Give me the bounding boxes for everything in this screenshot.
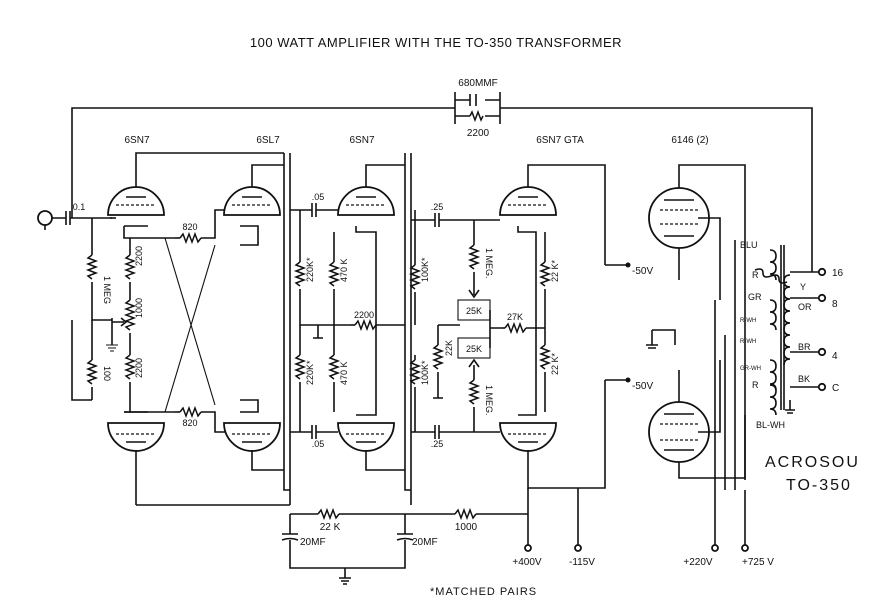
r22k-small: 22K [431,324,460,399]
cap20-right-label: 20MF [412,537,438,548]
tube-label-v5: 6146 (2) [671,135,708,146]
r2200-top-label: 2200 [134,246,144,266]
secondary-bk: BK [798,374,810,384]
tube-v4 [499,164,606,489]
supply-neg115-label: -115V [569,557,595,568]
tube-label-v3: 6SN7 [349,135,374,146]
bias-inputs: -50V -50V [605,262,653,392]
r22k-bottom-label: 22 K* [550,352,560,375]
lead-r-bottom: R [752,380,759,390]
lead-r-top: R [752,270,759,280]
input-grid-network: 1 MEG 100 [71,218,118,401]
tap-c: C [832,383,839,394]
output-cathode-wire [646,329,676,349]
secondary-y: Y [800,282,806,292]
c05-top-label: .05 [312,192,325,202]
tube-v5-bottom [648,360,746,479]
v4-plate-resistors: 22 K* 22 K* [538,232,560,412]
transformer-model: TO-350 [786,477,852,494]
r27k-label: 27K [507,312,523,322]
r22k-top-label: 22 K* [550,259,560,282]
c25-pair: .25 .25 [411,202,500,449]
tube-label-v1: 6SN7 [124,135,149,146]
power-supply-bus: 22 K 1000 +400V -115V +220V +725 V [136,488,774,568]
r1meg-top-label: 1 MEG. [484,248,494,279]
r22k-small-label: 22K [444,340,454,356]
tap-8: 8 [832,299,838,310]
r820-bottom-label: 820 [182,418,197,428]
r820-top-label: 820 [182,222,197,232]
lead-grwh: GR-WH [740,366,761,372]
grid-resistor-label: 1 MEG [102,276,112,304]
input-cap-label: 0.1 [73,202,86,212]
pot-1000-label: 1000 [134,298,144,318]
schematic-title: 100 WATT AMPLIFIER WITH THE TO-350 TRANS… [250,35,622,50]
tube-label-v2: 6SL7 [256,135,280,146]
cross-wire-a [164,237,216,406]
bias-top-label: -50V [632,266,653,277]
output-transformer: BLU R GR R-WH R-WH GR-WH R BL-WH Y OR BR… [714,240,818,548]
tap-16: 16 [832,268,844,279]
feedback-network: 680MMF 2200 [71,78,813,272]
c05-bottom-label: .05 [312,439,325,449]
cross-wire-b [164,244,216,413]
feedback-cap-label: 680MMF [458,78,497,89]
cathode-100-label: 100 [102,366,112,381]
c25-bottom-label: .25 [431,439,444,449]
bplus-bus-1 [283,153,291,505]
lead-blu: BLU [740,240,758,250]
pot25k-top-label: 25K [466,306,482,316]
r1meg-bottom-label: 1 MEG. [484,385,494,416]
bplus-bus-2 [404,153,412,505]
lead-blwh: BL-WH [756,420,785,430]
tube-v2 [223,164,284,471]
v1-plate-network: 2200 1000 2200 [112,152,284,413]
transformer-brand: ACROSOU [765,454,860,471]
lead-gr: GR [748,292,762,302]
r470k-bottom-label: 470 K [339,361,349,385]
supply-220-label: +220V [683,557,713,568]
r100k-bottom-label: 100K* [420,360,430,385]
feedback-resistor-label: 2200 [467,128,490,139]
bias-bottom-label: -50V [632,381,653,392]
r1000-bus-label: 1000 [455,522,478,533]
c25-top-label: .25 [431,202,444,212]
tap-4: 4 [832,351,838,362]
r220k-top-label: 220K* [305,257,315,282]
speaker-taps: 16 8 4 C [817,267,844,394]
c05-pair: .05 .05 [290,192,338,449]
pot25k-bottom-label: 25K [466,344,482,354]
tube-v5-top [648,164,746,300]
footnote: *MATCHED PAIRS [430,586,537,598]
secondary-br: BR [798,342,811,352]
tube-label-v4: 6SN7 GTA [536,135,584,146]
v3-grid-network: 220K* 220K* 470 K 470 K 2200 [293,210,405,432]
filter-caps: 20MF 20MF [281,514,438,585]
r2200-bottom-label: 2200 [134,358,144,378]
lead-rwh-2: R-WH [740,339,756,345]
r22k-bus-label: 22 K [320,522,341,533]
r470k-top-label: 470 K [339,258,349,282]
r2200-mid-label: 2200 [354,310,374,320]
bias-pots: 1 MEG. 25K 25K 1 MEG. 27K [457,220,545,432]
lead-rwh-1: R-WH [740,318,756,324]
r820-pair: 820 820 [175,209,232,433]
supply-400-label: +400V [512,557,542,568]
r220k-bottom-label: 220K* [305,360,315,385]
tube-v1 [107,168,165,505]
v3-plate-resistors: 100K* 100K* [408,210,430,432]
supply-725-label: +725 V [742,557,774,568]
cap20-left-label: 20MF [300,537,326,548]
r100k-top-label: 100K* [420,257,430,282]
input-jack: 0.1 [37,202,112,230]
tube-v3 [337,164,405,471]
secondary-or: OR [798,302,812,312]
